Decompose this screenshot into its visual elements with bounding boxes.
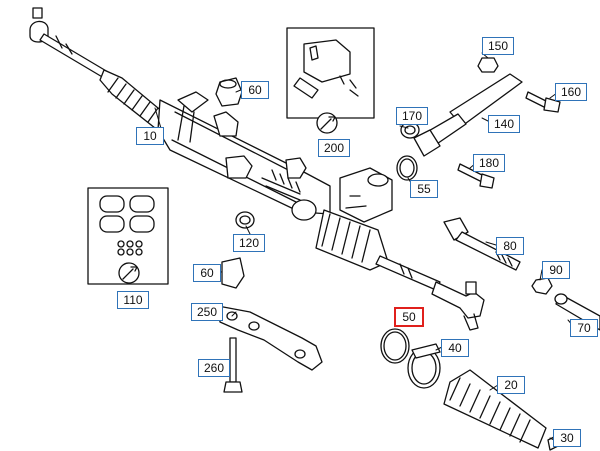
steering-shaft bbox=[413, 73, 523, 157]
fitting-60-top bbox=[215, 77, 243, 107]
right-rack-bellow bbox=[315, 209, 441, 291]
boot-20 bbox=[443, 369, 547, 449]
clamp-40 bbox=[407, 343, 441, 389]
callout-140[interactable]: 140 bbox=[488, 115, 520, 133]
callout-120[interactable]: 120 bbox=[233, 234, 265, 252]
callout-50-selected[interactable]: 50 bbox=[394, 307, 424, 327]
callout-160[interactable]: 160 bbox=[555, 83, 587, 101]
callout-60[interactable]: 60 bbox=[241, 81, 269, 99]
wrench-icon bbox=[316, 112, 338, 134]
nut-150 bbox=[477, 57, 499, 73]
callout-80[interactable]: 80 bbox=[496, 237, 524, 255]
callout-60[interactable]: 60 bbox=[193, 264, 221, 282]
right-tie-rod-end bbox=[431, 281, 485, 331]
callout-40[interactable]: 40 bbox=[441, 339, 469, 357]
bracket-250 bbox=[217, 305, 323, 371]
callout-170[interactable]: 170 bbox=[396, 107, 428, 125]
fitting-60-lower bbox=[221, 257, 245, 289]
callout-200[interactable]: 200 bbox=[318, 139, 350, 157]
callout-30[interactable]: 30 bbox=[553, 429, 581, 447]
callout-180[interactable]: 180 bbox=[473, 154, 505, 172]
valve-kit-box bbox=[286, 27, 375, 119]
callout-20[interactable]: 20 bbox=[497, 376, 525, 394]
callout-110[interactable]: 110 bbox=[117, 291, 149, 309]
callout-55[interactable]: 55 bbox=[410, 180, 438, 198]
seal-ring-55 bbox=[396, 155, 418, 181]
bolt-260 bbox=[223, 337, 243, 393]
control-valve bbox=[339, 167, 393, 223]
callout-10[interactable]: 10 bbox=[136, 127, 164, 145]
wrench-icon bbox=[118, 262, 140, 284]
callout-70[interactable]: 70 bbox=[570, 319, 598, 337]
ring-50 bbox=[380, 328, 410, 364]
nut-90 bbox=[531, 277, 553, 295]
bolt-180 bbox=[457, 163, 495, 189]
washer-120 bbox=[235, 211, 255, 229]
callout-150[interactable]: 150 bbox=[482, 37, 514, 55]
callout-260[interactable]: 260 bbox=[198, 359, 230, 377]
left-tie-rod bbox=[29, 7, 109, 79]
callout-250[interactable]: 250 bbox=[191, 303, 223, 321]
callout-90[interactable]: 90 bbox=[542, 261, 570, 279]
